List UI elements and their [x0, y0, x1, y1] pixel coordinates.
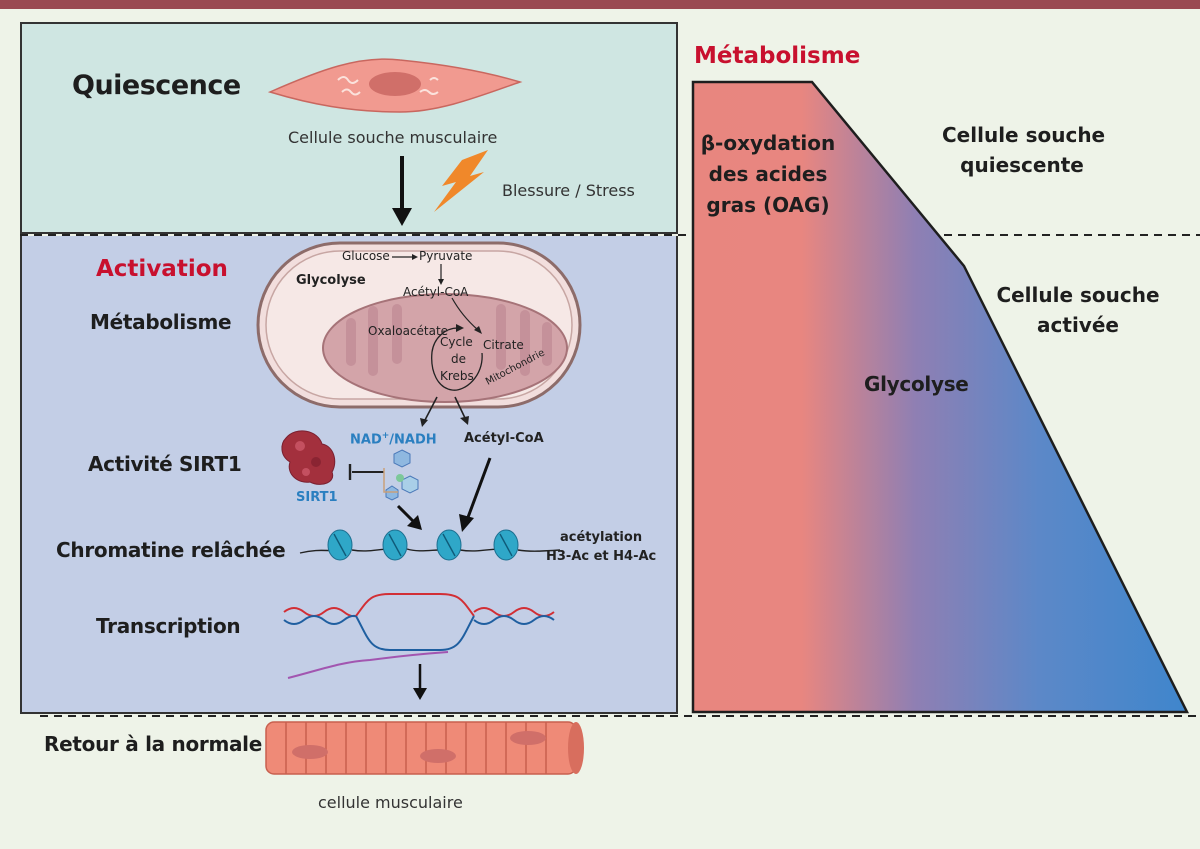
sirt1-protein: [281, 430, 336, 485]
acetyl-coa-out-label: Acétyl-CoA: [464, 431, 544, 446]
glucose-label: Glucose: [342, 249, 390, 263]
row-label-sirt1: Activité SIRT1: [88, 452, 242, 476]
activation-title: Activation: [96, 256, 228, 282]
beta-oxidation-label: β-oxydation des acides gras (OAG): [700, 131, 836, 217]
stem-cell-caption: Cellule souche musculaire: [288, 128, 498, 147]
krebs-label-1: Cycle: [440, 335, 473, 349]
muscle-cell-caption: cellule musculaire: [318, 793, 463, 812]
lightning-icon: [434, 150, 488, 212]
glycolysis-cell-label: Glycolyse: [296, 273, 366, 288]
dna-transcription: [283, 593, 555, 679]
chromatin: [299, 529, 561, 561]
top-border: [0, 0, 1200, 9]
stem-cell-illustration: [267, 58, 523, 113]
glycolysis-right-label: Glycolyse: [864, 372, 969, 396]
citrate-label: Citrate: [483, 338, 524, 352]
acetylation-label-2: H3-Ac et H4-Ac: [546, 549, 657, 564]
acetyl-coa-cell-label: Acétyl-CoA: [403, 285, 469, 299]
pyruvate-label: Pyruvate: [419, 249, 473, 263]
metabolism-title: Métabolisme: [694, 43, 861, 69]
metabolism-gradient-shape: [691, 80, 1190, 714]
mitochondrion: [322, 293, 568, 403]
row-label-chromatin: Chromatine relâchée: [56, 538, 286, 562]
krebs-label-2: de: [451, 352, 466, 366]
acetylation-label-1: acétylation: [560, 530, 643, 545]
quiescence-panel: [20, 22, 678, 234]
row-label-metabolism: Métabolisme: [90, 310, 232, 334]
nad-molecule: [383, 449, 419, 501]
oxaloacetate-label: Oxaloacétate: [368, 324, 449, 338]
krebs-label-3: Krebs: [440, 369, 474, 383]
quiescence-title: Quiescence: [72, 70, 241, 101]
sirt1-label: SIRT1: [296, 490, 338, 505]
nad-label: NAD+/NADH: [350, 431, 437, 448]
muscle-fiber: [265, 721, 584, 775]
return-label: Retour à la normale: [44, 732, 263, 756]
trigger-label: Blessure / Stress: [502, 181, 635, 200]
row-label-transcription: Transcription: [96, 614, 241, 638]
quiescent-stem-cell-label: Cellule souche quiescente: [942, 123, 1106, 177]
activated-stem-cell-label: Cellule souche activée: [996, 283, 1160, 337]
